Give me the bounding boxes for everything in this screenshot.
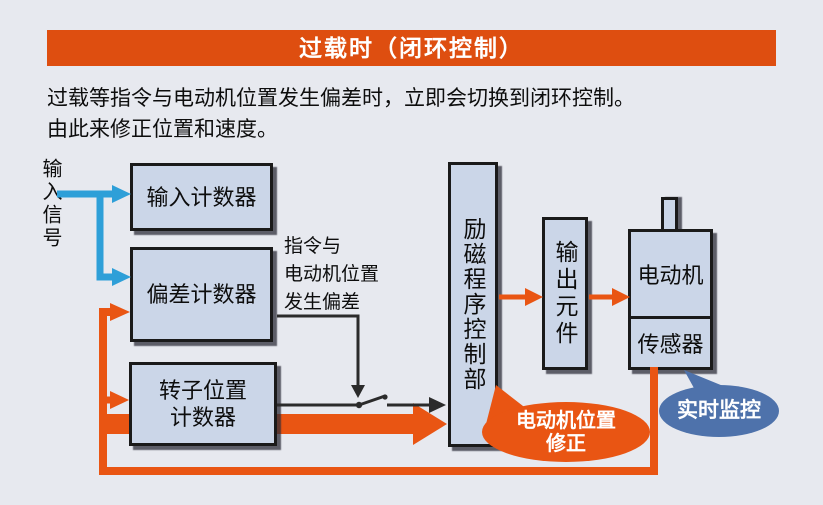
switch-pivot-dot [355, 401, 363, 409]
rotor-counter-line1: 转子位置 [158, 378, 247, 403]
deviation-connector-down-head [351, 385, 365, 398]
sensor-label: 传感器 [637, 332, 704, 357]
excitation-program-control-box: 励磁程序控制部 [448, 162, 498, 447]
output-element-box: 输出元件 [542, 217, 588, 370]
deviation-note-line3: 发生偏差 [284, 292, 361, 313]
input-counter-box: 输入计数器 [130, 163, 273, 231]
input-arrow-branch-head [112, 268, 131, 286]
rotor-counter-line2: 计数器 [169, 405, 236, 430]
motor-label: 电动机 [631, 232, 710, 319]
excitation-to-output-head [525, 288, 543, 306]
input-arrow-branch-line [96, 191, 113, 281]
description: 过载等指令与电动机位置发生偏差时，立即会切换到闭环控制。 由此来修正位置和速度。 [47, 83, 767, 145]
deviation-counter-box: 偏差计数器 [130, 247, 273, 342]
switch-to-excitation-head [429, 397, 446, 413]
switch-contact-dot [382, 394, 388, 400]
description-line2: 由此来修正位置和速度。 [47, 118, 278, 141]
rotor-counter-label: 转子位置 计数器 [159, 377, 247, 431]
deviation-connector-line [277, 314, 360, 385]
motor-sensor-box: 电动机 传感器 [628, 229, 713, 370]
feedback-arrow-deviation-head [110, 303, 130, 321]
deviation-note-line1: 指令与 [284, 236, 342, 257]
orange-bubble-line2: 修正 [546, 433, 586, 455]
thick-feedback-arrow-head [413, 403, 447, 445]
title-bar: 过载时（闭环控制） [47, 30, 776, 66]
deviation-note-line2: 电动机位置 [284, 264, 380, 285]
orange-bubble-line1: 电动机位置 [516, 410, 616, 432]
blue-bubble-text: 实时监控 [677, 399, 761, 422]
feedback-arrow-rotor-head [110, 391, 129, 409]
input-arrow-top-head [112, 185, 131, 203]
description-line1: 过载等指令与电动机位置发生偏差时，立即会切换到闭环控制。 [47, 87, 635, 110]
orange-bubble-text: 电动机位置 修正 [484, 410, 648, 456]
deviation-note: 指令与 电动机位置 发生偏差 [284, 233, 414, 317]
input-signal-label: 输入信号 [39, 158, 61, 250]
rotor-position-counter-box: 转子位置 计数器 [129, 362, 277, 446]
switch-blade [358, 394, 386, 407]
blue-bubble-tail [684, 370, 733, 399]
